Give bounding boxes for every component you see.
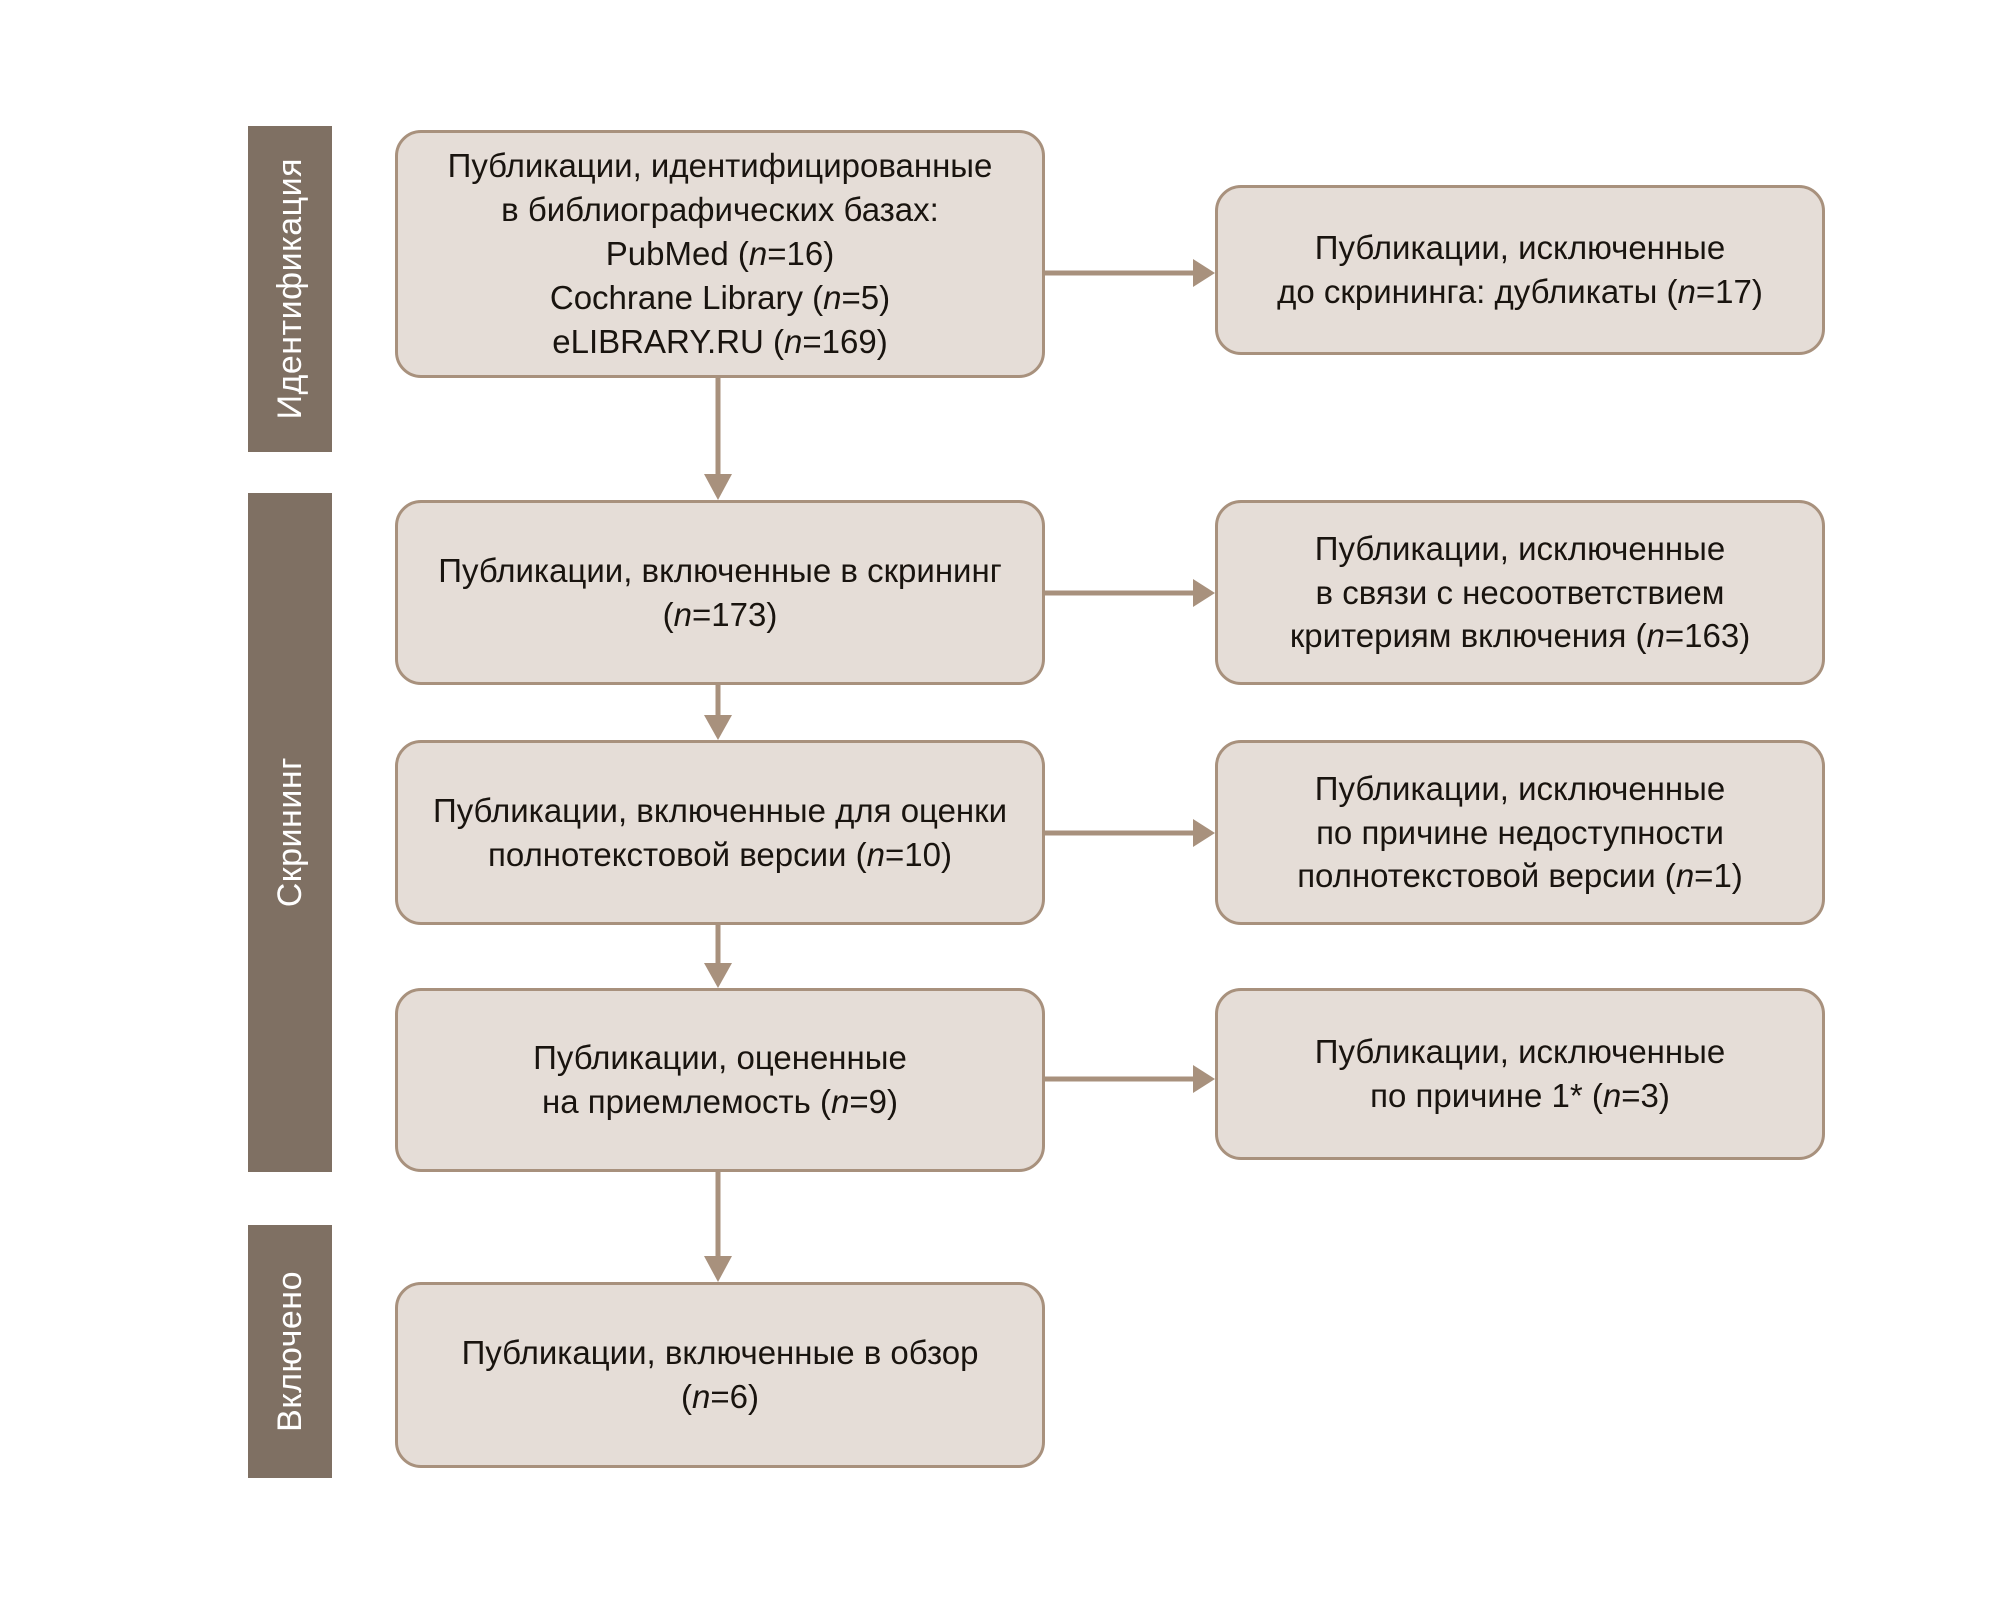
stage-bar-included: Включено — [248, 1225, 332, 1478]
box-studies-included-text: Публикации, включенные в обзор (n=6) — [461, 1334, 979, 1415]
arrow-identified-to-screened — [700, 378, 736, 502]
box-identified-records[interactable]: Публикации, идентифицированные в библиог… — [395, 130, 1045, 378]
box-records-screened[interactable]: Публикации, включенные в скрининг (n=173… — [395, 500, 1045, 685]
arrow-fulltext-sought-to-unavailable — [1045, 818, 1217, 848]
box-studies-included[interactable]: Публикации, включенные в обзор (n=6) — [395, 1282, 1045, 1468]
stage-bar-identification: Идентификация — [248, 126, 332, 452]
arrow-identified-to-duplicates — [1045, 258, 1217, 288]
stage-bar-screening: Скрининг — [248, 493, 332, 1172]
box-fulltext-sought[interactable]: Публикации, включенные для оценки полнот… — [395, 740, 1045, 925]
box-fulltext-sought-text: Публикации, включенные для оценки полнот… — [432, 791, 1008, 873]
arrow-fulltext-sought-to-assessed — [700, 925, 736, 990]
box-fulltext-assessed-text: Публикации, оцененные на приемлемость (n… — [533, 1039, 907, 1120]
box-excluded-criteria[interactable]: Публикации, исключенные в связи с несоот… — [1215, 500, 1825, 685]
stage-label-included: Включено — [271, 1271, 309, 1432]
box-records-screened-text: Публикации, включенные в скрининг (n=173… — [438, 551, 1002, 633]
arrow-screened-to-criteria — [1045, 578, 1217, 608]
stage-label-screening: Скрининг — [271, 757, 309, 908]
box-excluded-reason-1-text: Публикации, исключенные по причине 1* (n… — [1314, 1033, 1726, 1114]
box-excluded-fulltext-unavailable-text: Публикации, исключенные по причине недос… — [1297, 769, 1743, 895]
arrow-screened-to-fulltext-sought — [700, 685, 736, 742]
box-identified-records-text: Публикации, идентифицированные в библиог… — [447, 147, 993, 360]
arrow-assessed-to-reason1 — [1045, 1064, 1217, 1094]
box-excluded-criteria-text: Публикации, исключенные в связи с несоот… — [1289, 529, 1751, 655]
arrow-assessed-to-included — [700, 1172, 736, 1284]
stage-label-identification: Идентификация — [271, 158, 309, 420]
box-excluded-duplicates-text: Публикации, исключенные до скрининга: ду… — [1277, 229, 1763, 310]
box-excluded-duplicates[interactable]: Публикации, исключенные до скрининга: ду… — [1215, 185, 1825, 355]
box-excluded-reason-1[interactable]: Публикации, исключенные по причине 1* (n… — [1215, 988, 1825, 1160]
box-excluded-fulltext-unavailable[interactable]: Публикации, исключенные по причине недос… — [1215, 740, 1825, 925]
box-fulltext-assessed[interactable]: Публикации, оцененные на приемлемость (n… — [395, 988, 1045, 1172]
